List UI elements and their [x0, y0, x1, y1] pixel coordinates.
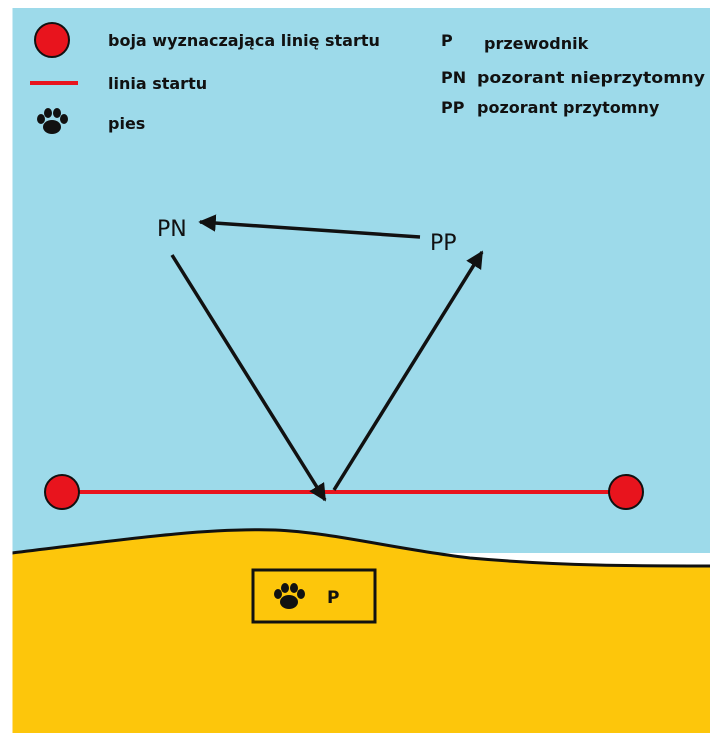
- buoy-left-icon: [44, 474, 80, 510]
- legend-dog-label: pies: [108, 114, 145, 133]
- legend-pp-label: pozorant przytomny: [477, 98, 660, 117]
- legend-pn-label: pozorant nieprzytomny: [477, 68, 706, 87]
- arrow-pn-to-startline: [170, 254, 327, 502]
- buoy-right-icon: [608, 474, 644, 510]
- arrow-pp-to-pn: [198, 214, 421, 239]
- legend-p-label: przewodnik: [484, 34, 589, 53]
- legend-pp-abbr: PP: [441, 98, 465, 117]
- arrow-startline-to-pp: [332, 250, 484, 491]
- legend-p-abbr: P: [441, 31, 453, 50]
- water-area: [12, 8, 710, 553]
- pp-label: PP: [430, 231, 457, 256]
- legend-buoy-label: boja wyznaczająca linię startu: [108, 31, 380, 50]
- shoreline: [11, 528, 710, 568]
- legend: boja wyznaczająca linię startu linia sta…: [30, 22, 706, 134]
- legend-pn-abbr: PN: [441, 68, 466, 87]
- legend-buoy-icon: [34, 22, 70, 58]
- handler-box: [251, 568, 377, 624]
- handler-label: P: [327, 588, 339, 608]
- legend-start-line-label: linia startu: [108, 74, 207, 93]
- pn-label: PN: [157, 217, 187, 242]
- beach-area: [12, 529, 710, 733]
